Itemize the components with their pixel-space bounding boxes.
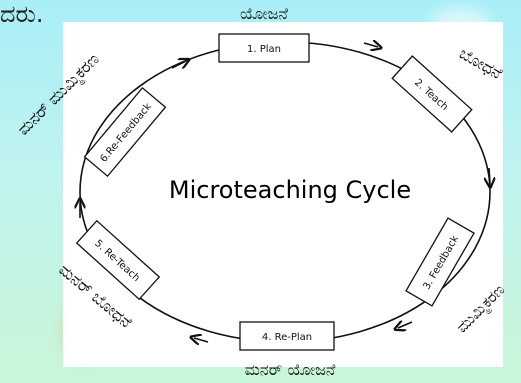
caption-plan: ಯೋಜನೆ	[240, 4, 288, 23]
caption-refeedback: ಮನರ್ ಮುಮ್ಮಿಕರಣ	[13, 49, 104, 140]
cycle-arrow	[489, 167, 490, 184]
center-title: Microteaching Cycle	[169, 176, 411, 204]
step-teach: 2. Teach	[391, 55, 473, 133]
step-box	[405, 217, 475, 307]
step-replan: 4. Re-Plan	[239, 321, 335, 351]
partial-word: ದರು.	[0, 0, 44, 28]
cycle-arrow	[171, 61, 186, 68]
step-box	[83, 86, 167, 178]
caption-replan: ಮನರ್ ಯೋಜನೆ	[245, 360, 336, 379]
caption-teach: ಬೋಧನೆ	[456, 43, 506, 83]
step-plan: 1. Plan	[218, 33, 310, 63]
cycle-arrow	[398, 322, 413, 328]
step-feedback: 3. Feedback	[405, 217, 475, 307]
step-box	[218, 33, 310, 63]
step-label: 1. Plan	[247, 44, 281, 55]
step-box	[239, 321, 335, 351]
step-box	[391, 55, 473, 133]
cycle-arrow	[194, 338, 209, 342]
caption-feedback: ಮುಮ್ಮಿಕರಣ	[453, 281, 510, 338]
step-label: 4. Re-Plan	[262, 332, 312, 343]
cycle-arrow	[363, 43, 378, 47]
step-box	[75, 219, 161, 301]
